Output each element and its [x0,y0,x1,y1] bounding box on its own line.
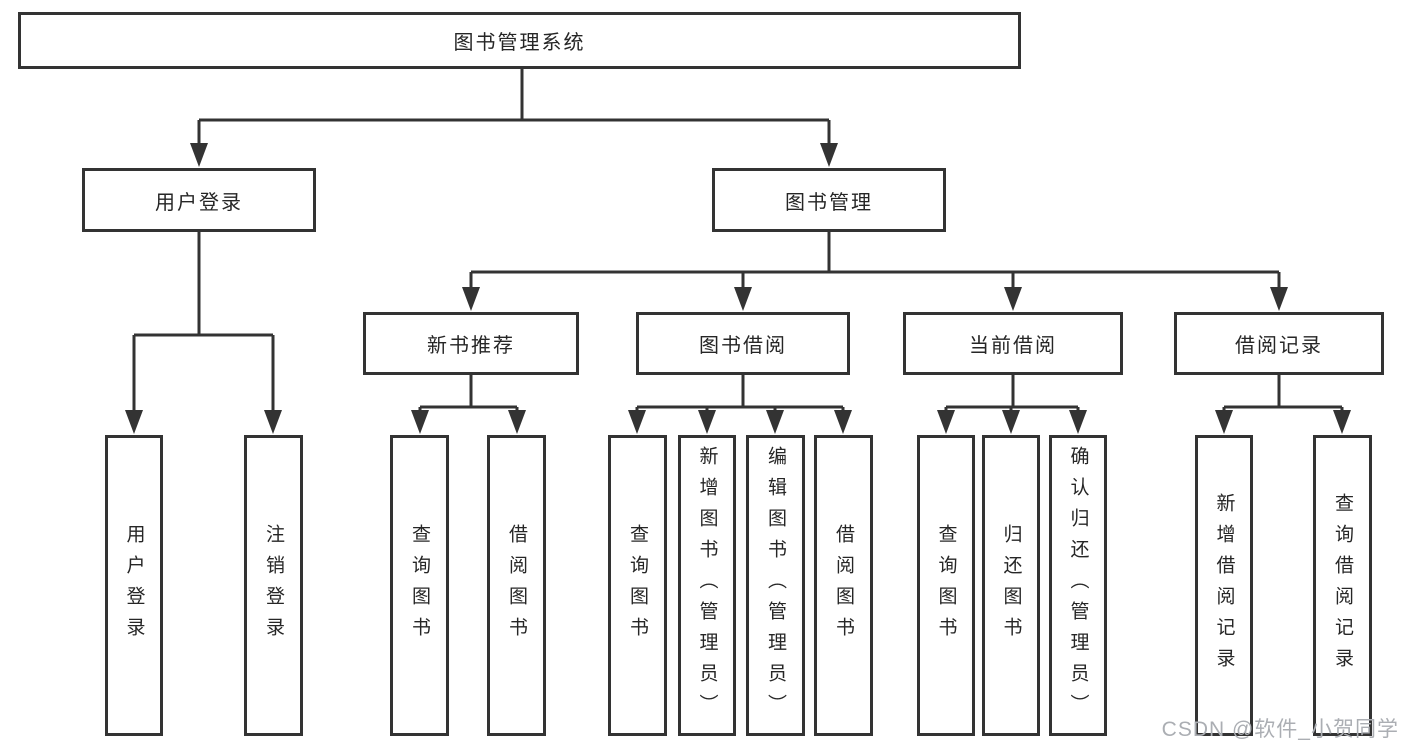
node-label: 图书管理 [785,191,873,214]
leaf-label: 借阅图书 [506,523,527,648]
leaf-label: 新增借阅记录 [1213,492,1235,679]
node-borrowing-records: 借阅记录 [1174,312,1384,375]
leaf-label: 查询图书 [627,523,648,648]
leaf-label: 归还图书 [1000,523,1022,648]
node-label: 当前借阅 [969,335,1057,357]
leaf-borrow-books-recommend: 借阅图书 [487,435,546,736]
leaf-label: 用户登录 [123,523,145,648]
node-label: 用户登录 [155,191,243,214]
node-label: 图书借阅 [699,335,787,357]
leaf-confirm-return-admin: 确认归还（管理员） [1049,435,1107,736]
leaf-return-books: 归还图书 [982,435,1040,736]
watermark: CSDN @软件_小贺同学 [1161,718,1399,741]
leaf-label: 借阅图书 [833,523,854,648]
leaf-query-books-recommend: 查询图书 [390,435,449,736]
node-book-management: 图书管理 [712,168,946,232]
leaf-label: 注销登录 [263,523,284,648]
leaf-add-books-admin: 新增图书（管理员） [678,435,736,736]
node-label: 图书管理系统 [453,32,586,54]
leaf-label: 编辑图书（管理员） [765,446,786,725]
node-new-book-recommend: 新书推荐 [363,312,579,375]
leaf-add-borrow-record: 新增借阅记录 [1195,435,1253,736]
leaf-query-books-current: 查询图书 [917,435,975,736]
leaf-label: 查询图书 [409,523,430,648]
connector-paths [132,69,1344,413]
leaf-query-borrow-record: 查询借阅记录 [1313,435,1372,736]
node-label: 借阅记录 [1235,335,1323,357]
leaf-borrow-books: 借阅图书 [814,435,873,736]
leaf-label: 查询图书 [935,523,957,648]
leaf-edit-books-admin: 编辑图书（管理员） [746,435,805,736]
leaf-label: 查询借阅记录 [1332,492,1353,679]
node-user-login: 用户登录 [82,168,316,232]
node-library-management-system: 图书管理系统 [18,12,1021,69]
leaf-label: 新增图书（管理员） [696,446,718,725]
leaf-user-login: 用户登录 [105,435,163,736]
arrowheads [125,143,1351,434]
leaf-query-books-borrowing: 查询图书 [608,435,667,736]
node-book-borrowing: 图书借阅 [636,312,850,375]
node-current-borrowing: 当前借阅 [903,312,1123,375]
leaf-logout: 注销登录 [244,435,303,736]
leaf-label: 确认归还（管理员） [1067,446,1089,725]
node-label: 新书推荐 [427,335,515,357]
